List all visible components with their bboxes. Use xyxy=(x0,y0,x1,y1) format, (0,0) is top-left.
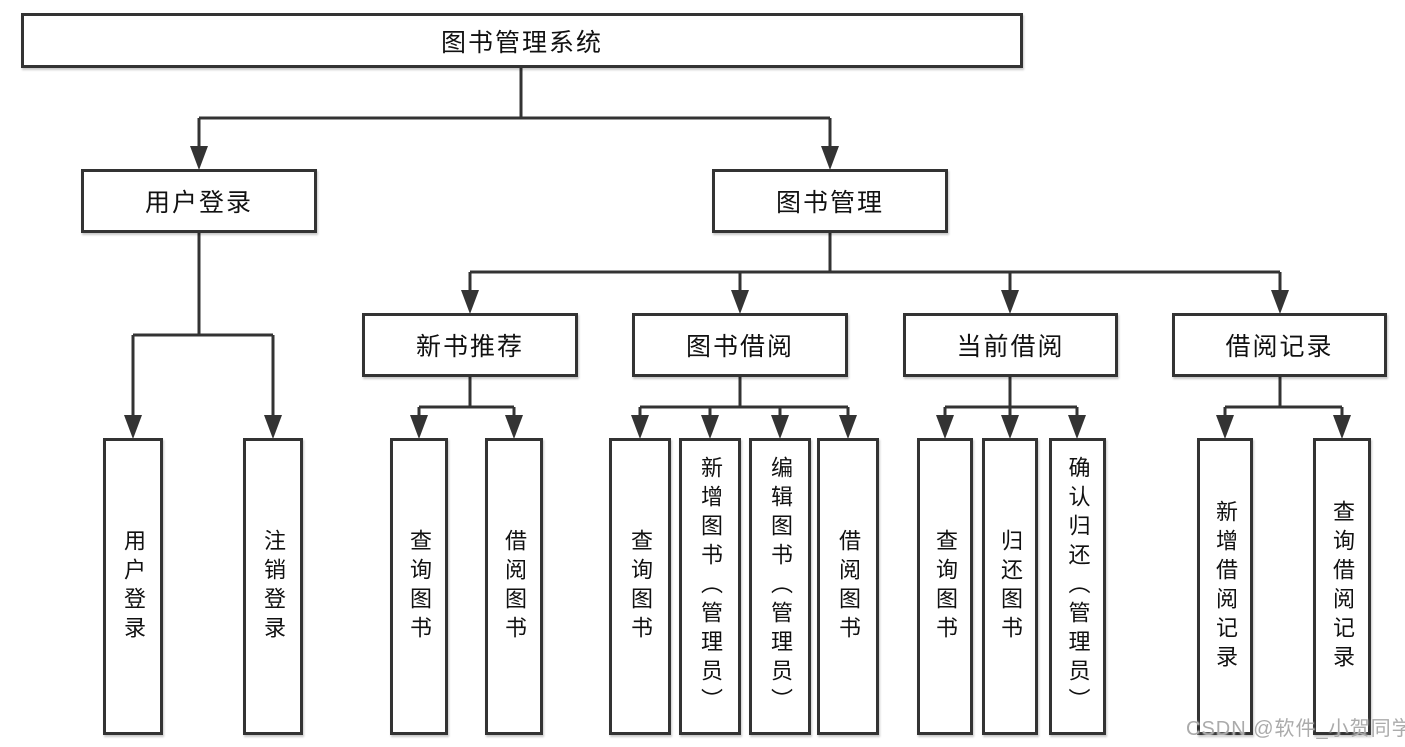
leaf-query-books-current: 查询图书 xyxy=(917,438,973,735)
leaf-add-book-admin: 新增图书（管理员） xyxy=(679,438,741,735)
leaf-query-books-borrowing: 查询图书 xyxy=(609,438,671,735)
node-user-login: 用户登录 xyxy=(81,169,317,233)
csdn-watermark: CSDN @软件_小贺同学 xyxy=(1186,718,1405,740)
node-library-system: 图书管理系统 xyxy=(21,13,1023,68)
leaf-borrow-books-borrowing: 借阅图书 xyxy=(817,438,879,735)
leaf-query-books-recommend: 查询图书 xyxy=(390,438,448,735)
leaf-logout: 注销登录 xyxy=(243,438,303,735)
arrowhead-icons xyxy=(124,146,1351,439)
leaf-confirm-return-admin: 确认归还（管理员） xyxy=(1049,438,1106,735)
node-book-borrowing: 图书借阅 xyxy=(632,313,848,377)
leaf-borrow-books-recommend: 借阅图书 xyxy=(485,438,543,735)
leaf-query-borrow-record: 查询借阅记录 xyxy=(1313,438,1371,735)
leaf-edit-book-admin: 编辑图书（管理员） xyxy=(749,438,811,735)
node-book-management: 图书管理 xyxy=(712,169,948,233)
leaf-add-borrow-record: 新增借阅记录 xyxy=(1197,438,1253,735)
leaf-return-books: 归还图书 xyxy=(982,438,1038,735)
node-new-book-recommend: 新书推荐 xyxy=(362,313,578,377)
leaf-user-login: 用户登录 xyxy=(103,438,163,735)
node-borrowing-records: 借阅记录 xyxy=(1172,313,1387,377)
node-current-borrowing: 当前借阅 xyxy=(903,313,1118,377)
